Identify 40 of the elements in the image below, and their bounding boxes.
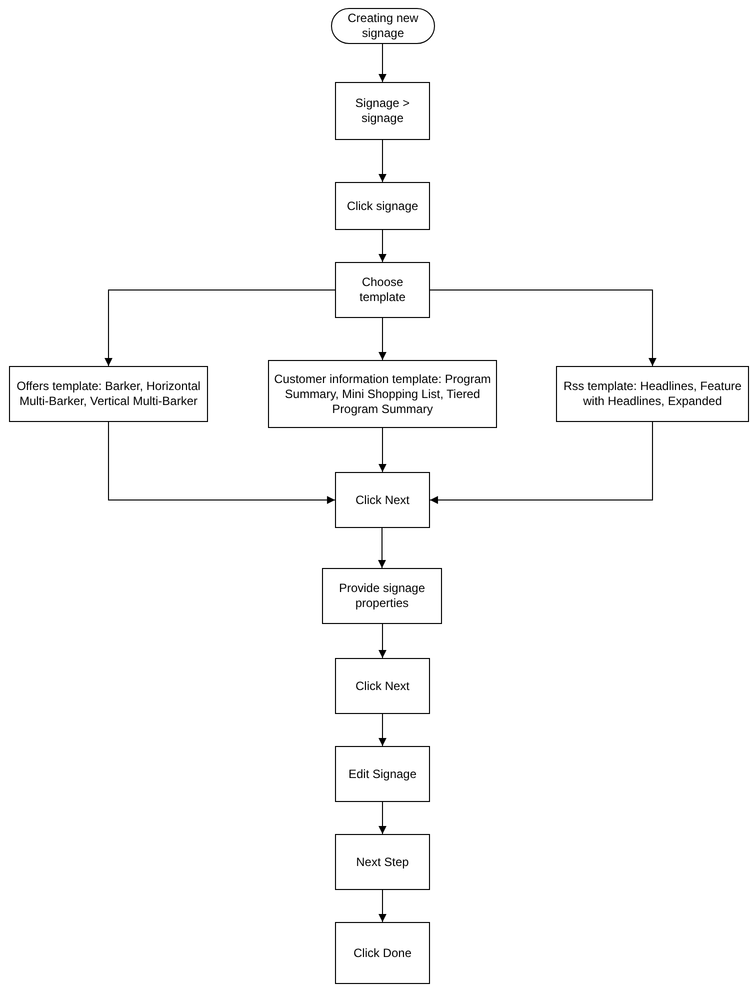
arrow: [378, 230, 386, 262]
arrow: [378, 318, 386, 360]
arrow: [378, 44, 386, 82]
arrow: [378, 714, 386, 746]
process-box: [335, 834, 430, 890]
node-label: Creating new signage: [346, 11, 420, 41]
arrow: [430, 422, 653, 504]
arrow: [378, 428, 386, 472]
process-box: [335, 658, 430, 714]
process-box: [335, 82, 430, 140]
process-box: [322, 568, 442, 624]
process-box: [335, 262, 430, 318]
node-label: Customer information template: Program Summary, Mini Shopping List, Tiered Program Summary: [274, 372, 491, 416]
arrow: [430, 290, 656, 366]
node-label: Click Next: [355, 678, 410, 694]
node-label: Rss template: Headlines, Feature with Headlines, Expanded: [562, 379, 743, 409]
process-box: [9, 366, 208, 422]
process-box: [335, 922, 430, 984]
arrow: [378, 140, 386, 182]
arrow: [378, 890, 386, 922]
arrow: [378, 528, 386, 568]
node-label: Click Done: [353, 946, 412, 960]
node-label: Click signage: [346, 198, 418, 214]
node-label: Choose template: [358, 275, 407, 305]
process-box: [335, 746, 430, 802]
arrow: [104, 290, 336, 366]
node-label: Signage > signage: [354, 96, 411, 126]
process-box: [335, 472, 430, 528]
process-box: [268, 360, 497, 428]
node-label: Click Next: [355, 492, 410, 508]
node-label: Provide signage properties: [338, 581, 426, 611]
node-label: Next Step: [356, 854, 409, 870]
node-label: Edit Signage: [348, 766, 417, 782]
process-box: [556, 366, 749, 422]
process-box: [335, 182, 430, 230]
arrow: [378, 624, 386, 658]
start-terminal: [331, 8, 435, 44]
node-label: Offers template: Barker, Horizontal Multi-Barker, Vertical Multi-Barker: [16, 379, 202, 409]
arrow: [108, 422, 336, 504]
arrow: [378, 802, 386, 834]
